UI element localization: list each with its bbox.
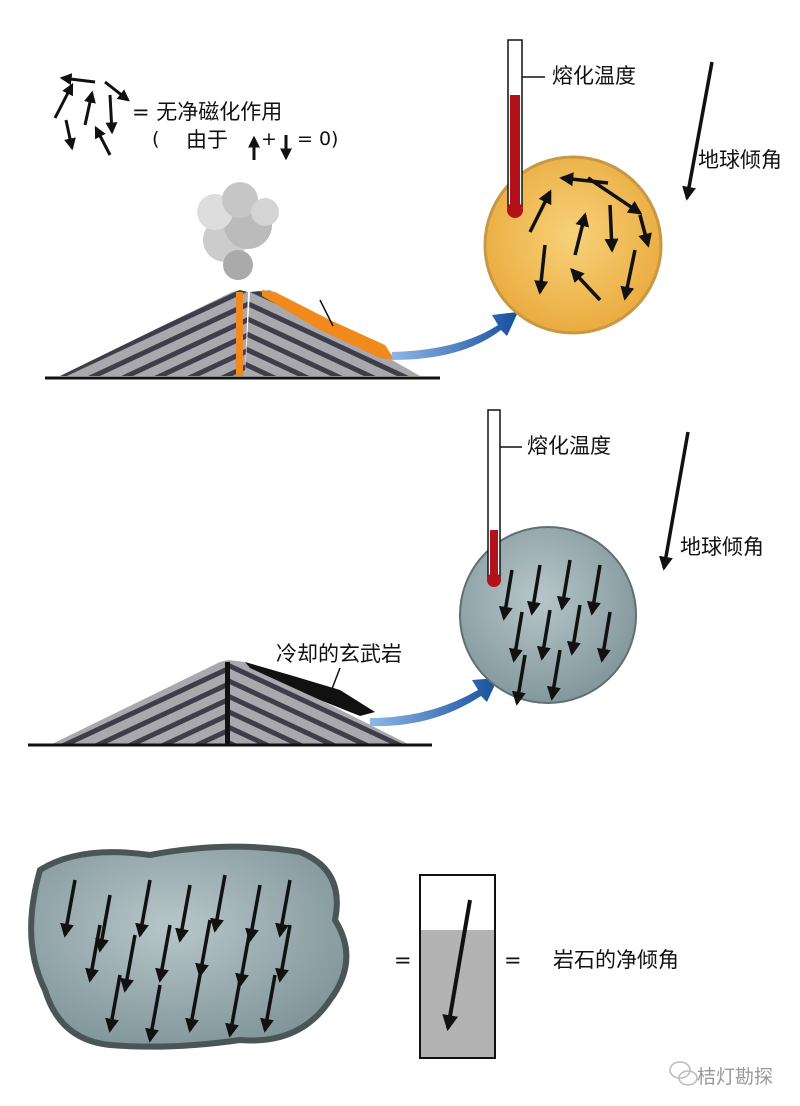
- magnetic-domain-arrow: [604, 204, 619, 253]
- net-inclination-vial: [419, 874, 496, 1059]
- magnetic-domain-arrow: [145, 984, 162, 1043]
- magnetic-domain-arrow: [528, 189, 552, 233]
- thermometer-1: [507, 39, 545, 218]
- legend-equals-zero: = 0): [297, 128, 339, 150]
- magnetic-domain-arrow: [566, 604, 582, 656]
- magnetic-domain-arrow: [638, 214, 652, 248]
- thermometer-label-1: 熔化温度: [552, 64, 636, 88]
- magnetic-domain-arrow: [498, 569, 514, 621]
- magnetic-domain-arrow: [275, 879, 292, 938]
- magnetic-domain-arrow: [225, 979, 242, 1038]
- magnetic-domain-arrow: [546, 649, 562, 701]
- flow-arrow-2: [370, 678, 498, 727]
- rock-specimen: [28, 843, 350, 1050]
- legend-plus: +: [261, 128, 277, 150]
- thermometer-2: [487, 409, 522, 587]
- thermometer-label-2: 熔化温度: [527, 434, 611, 458]
- magnetic-domain-arrow: [245, 884, 262, 943]
- magnetic-domain-arrow: [275, 924, 292, 983]
- lava-conduit: [236, 292, 243, 376]
- magnetic-domain-arrow: [526, 564, 542, 616]
- random-domain-arrows: [53, 73, 130, 156]
- tilt-arrow-2: [659, 431, 690, 571]
- tilt-label-1: 地球倾角: [698, 148, 782, 172]
- flow-arrow-1: [392, 312, 518, 360]
- magnetic-domain-arrow: [59, 73, 96, 86]
- tilt-label-2: 地球倾角: [680, 535, 764, 559]
- magnetic-domain-arrow: [95, 894, 112, 953]
- magnetic-domain-arrow: [570, 267, 602, 302]
- magnetic-domain-arrow: [559, 172, 609, 187]
- magnetic-domain-arrow: [587, 176, 643, 215]
- basalt-label: 冷却的玄武岩: [276, 642, 402, 666]
- magnetic-domain-arrow: [534, 244, 549, 295]
- erupting-volcano: [45, 182, 440, 380]
- magnetic-domain-arrow: [210, 874, 227, 933]
- legend-paren: (: [152, 128, 160, 150]
- magnetic-domain-arrow: [508, 611, 524, 663]
- tilt-arrow-1: [682, 61, 714, 201]
- dormant-volcano: [28, 660, 432, 747]
- magnetic-domain-arrow: [155, 924, 172, 983]
- magnetic-domain-arrow: [175, 884, 192, 943]
- magnetic-domain-arrow: [260, 974, 277, 1033]
- magnetic-domain-arrow: [104, 80, 130, 102]
- magnetic-domain-arrow: [83, 90, 96, 126]
- magnetic-domain-arrow: [64, 119, 76, 151]
- magnetic-domain-arrow: [573, 212, 590, 256]
- magnetic-domain-arrow: [53, 82, 74, 119]
- lava-flow: [262, 290, 395, 360]
- magnetic-domain-arrow: [195, 919, 212, 978]
- watermark: 桔灯勘探: [697, 1066, 774, 1088]
- legend-because: 由于: [186, 128, 228, 152]
- equals-sign-2: =: [504, 948, 522, 972]
- net-inclination-label: 岩石的净倾角: [553, 948, 679, 972]
- magnetic-domain-arrow: [135, 879, 152, 938]
- magnetic-domain-arrow: [185, 974, 202, 1033]
- molten-sample: [483, 155, 663, 335]
- magnetic-domain-arrow: [120, 934, 137, 993]
- legend-no-net-label: = 无净磁化作用: [132, 100, 283, 124]
- magnetic-domain-arrow: [511, 654, 527, 706]
- smoke-plume: [197, 182, 279, 280]
- magnetic-domain-arrow: [105, 974, 122, 1033]
- magnetic-domain-arrow: [536, 609, 552, 661]
- equals-sign-1: =: [394, 948, 412, 972]
- magnetic-domain-arrow: [60, 879, 77, 938]
- magnetic-domain-arrow: [85, 924, 102, 983]
- magnetic-domain-arrow: [556, 559, 572, 611]
- magnetic-domain-arrow: [105, 94, 118, 135]
- wechat-icon: [669, 1061, 698, 1086]
- magnetic-domain-arrow: [94, 125, 112, 156]
- magnetic-domain-arrow: [586, 564, 602, 616]
- magnetic-domain-arrow: [596, 611, 612, 663]
- cooled-basalt: [245, 662, 375, 716]
- magnetic-domain-arrow: [620, 249, 637, 301]
- magnetic-domain-arrow: [235, 929, 252, 988]
